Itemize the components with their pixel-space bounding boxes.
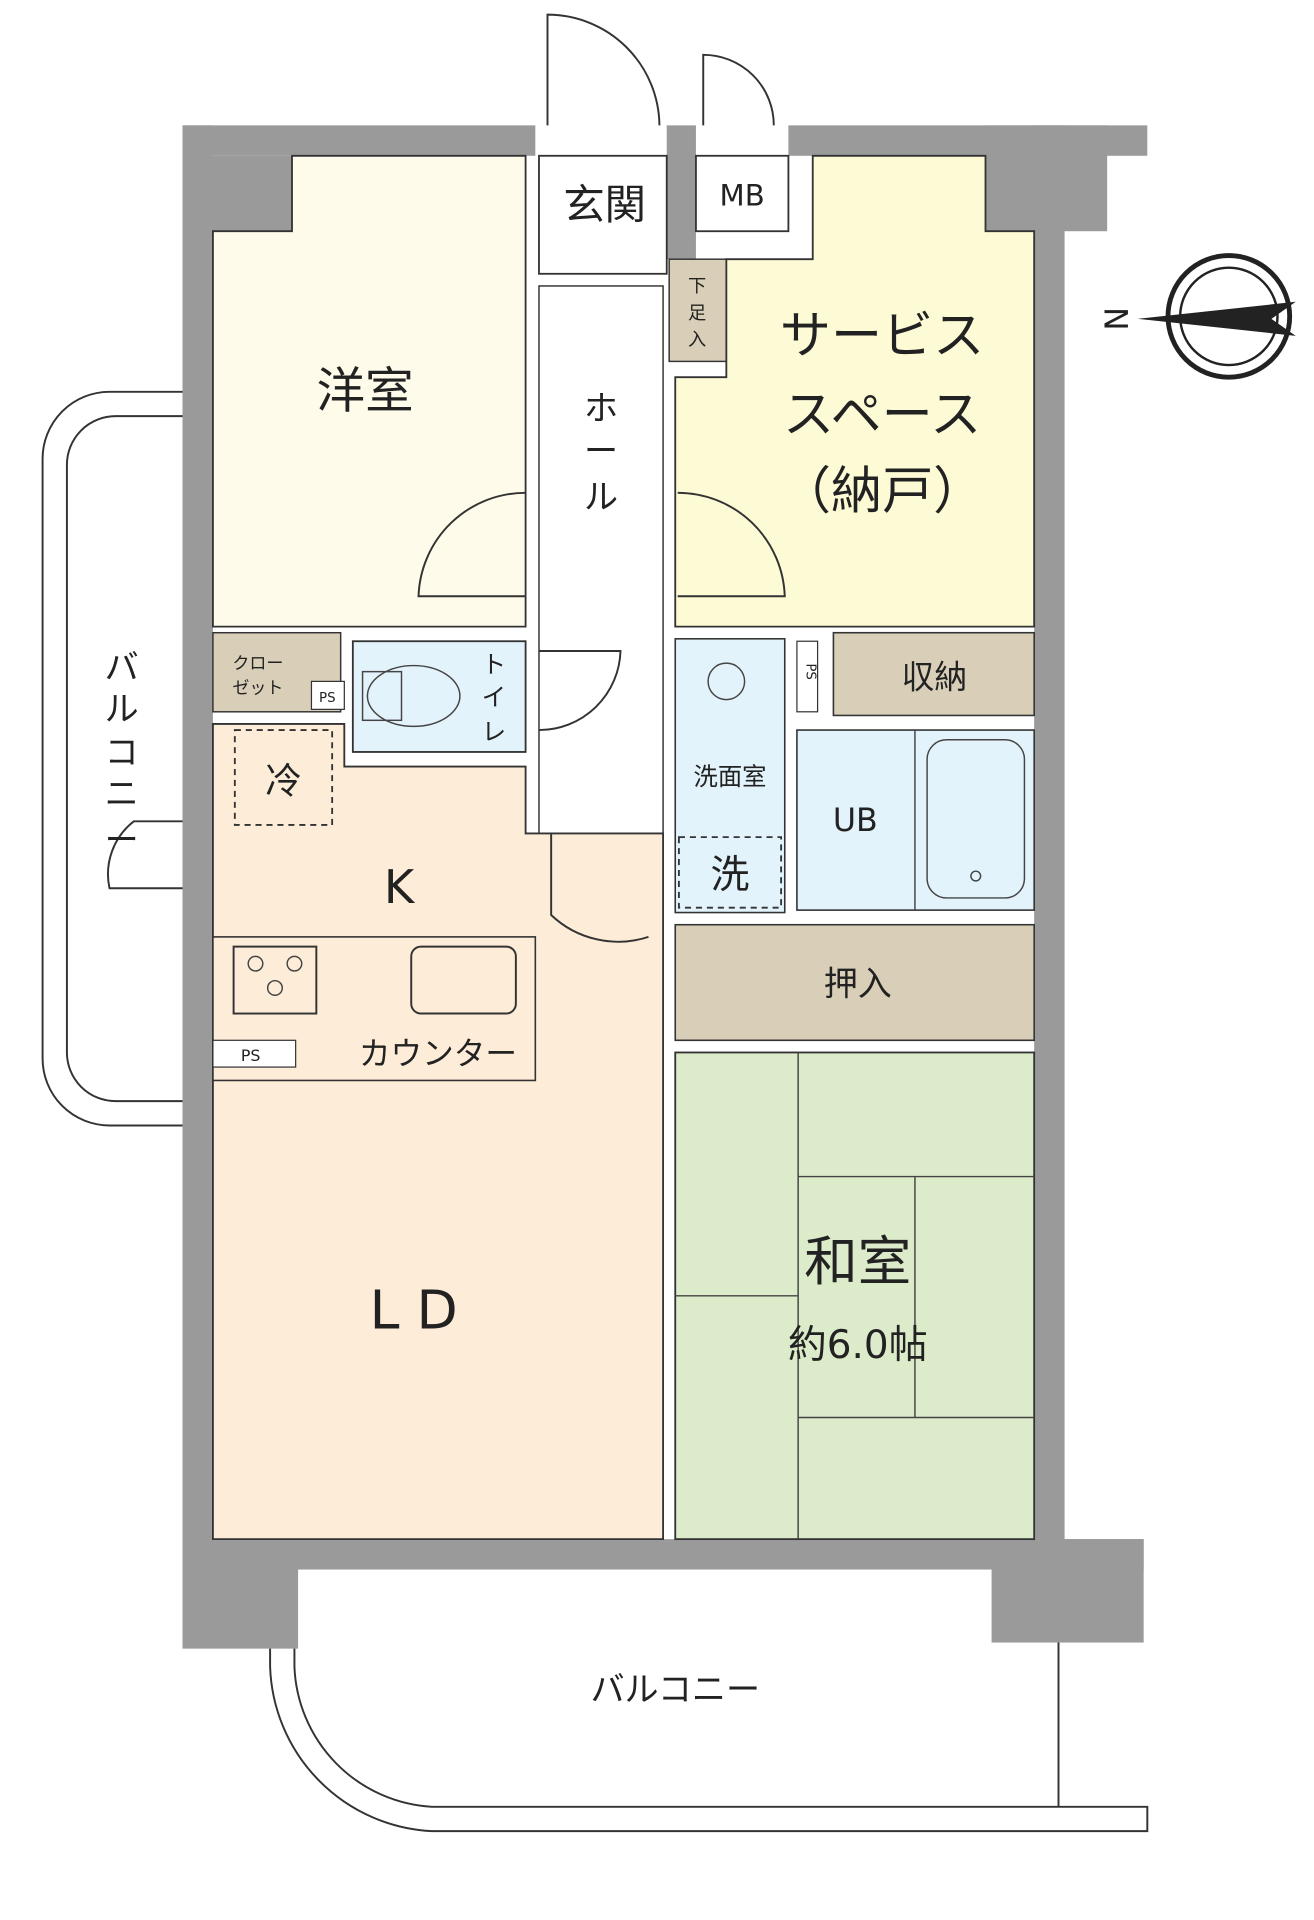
service-space-label: スペース [783, 386, 981, 445]
shoe-storage-label: 足 [688, 303, 706, 324]
living-dining-label: L D [370, 1279, 458, 1342]
service-space [674, 154, 1036, 628]
service-space-label: （納戸） [780, 463, 984, 522]
side-balcony-label: コ [105, 733, 139, 773]
japanese-room [674, 1051, 1036, 1541]
counter-label: カウンター [359, 1037, 517, 1073]
hall [538, 285, 664, 926]
kitchen-sink-icon [410, 945, 517, 1015]
closet-label: ゼット [232, 679, 283, 699]
service-space-label: サービス [780, 307, 984, 366]
storage [832, 631, 1035, 717]
hall-label: ー [584, 431, 618, 471]
meter-box [695, 154, 790, 233]
entrance [538, 154, 668, 275]
doors [107, 13, 786, 943]
toilet-label: ト [482, 650, 506, 679]
oshiire-label: 押入 [824, 964, 892, 1004]
bathtub-icon [926, 739, 1026, 899]
unit-bath-label: UB [833, 803, 878, 839]
japanese-room-size: 約6.0帖 [788, 1323, 928, 1368]
fridge-label: 冷 [265, 759, 302, 802]
hall-label: ホ [584, 389, 618, 429]
washer-label: 洗 [711, 853, 750, 898]
side-balcony-label: ニ [105, 774, 139, 814]
storage-label: 収納 [902, 659, 968, 697]
kitchen-living-dining [212, 723, 664, 1541]
toilet-label: イ [482, 683, 506, 712]
western-room [212, 154, 527, 628]
fridge-space [233, 729, 334, 826]
side-balcony-label: ー [105, 821, 139, 861]
stove-icon [232, 945, 318, 1015]
balcony-side [41, 390, 183, 1127]
compass-icon: N [1097, 253, 1296, 380]
ps-box-left [310, 680, 345, 710]
ps-label: PS [803, 663, 818, 680]
hall-label: ル [584, 478, 618, 518]
ps-label: PS [241, 1046, 261, 1065]
washroom-label: 洗面室 [694, 762, 767, 791]
sink-icon [707, 662, 746, 701]
balcony-bottom [269, 1642, 1149, 1833]
outer-walls [182, 125, 1148, 1649]
side-balcony-label: ル [105, 689, 139, 729]
shoe-storage-label: 入 [688, 330, 706, 351]
ps-box-right [796, 640, 819, 713]
side-balcony-label: バ [105, 648, 139, 688]
ps-box-kitchen [212, 1039, 297, 1068]
closet-label: クロー [232, 654, 283, 674]
oshiire [674, 923, 1035, 1042]
toilet-icon [361, 664, 461, 728]
entrance-label: 玄関 [563, 181, 646, 229]
kitchen-label: K [384, 860, 416, 914]
western-room-label: 洋室 [316, 364, 413, 420]
toilet-label: レ [482, 717, 506, 746]
shoe-storage-label: 下 [688, 276, 706, 297]
compass-label: N [1097, 307, 1133, 331]
kitchen-counter [212, 936, 537, 1082]
ps-label: PS [319, 691, 336, 706]
toilet [351, 640, 527, 753]
meter-box-label: MB [720, 179, 765, 213]
japanese-room-label: 和室 [804, 1230, 911, 1293]
bottom-balcony-label: バルコニー [590, 1670, 760, 1710]
washroom [674, 638, 786, 914]
washer-space [677, 836, 783, 909]
